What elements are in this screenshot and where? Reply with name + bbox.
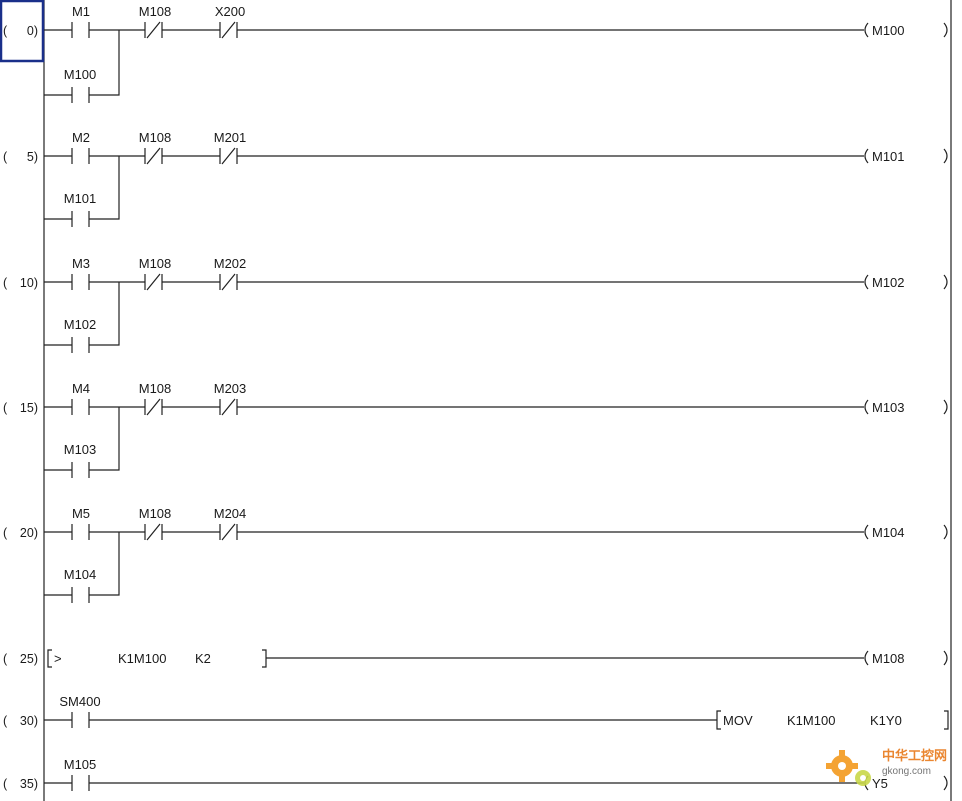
step-number: 5): [27, 150, 38, 164]
compare-operator: >: [54, 651, 62, 666]
compare-bracket-open: [47, 649, 52, 668]
contact-label: M5: [72, 506, 90, 521]
contact-label: M108: [139, 506, 172, 521]
contact-label: X200: [215, 4, 245, 19]
instruction-bracket-open: [716, 710, 721, 730]
branch-contact-label: M101: [64, 191, 97, 206]
coil-close: [943, 22, 948, 38]
svg-text:(: (: [3, 150, 8, 164]
rung-15[interactable]: ( 15) M4 M108 M203 M103 M103: [3, 381, 948, 478]
branch-contact-label: M103: [64, 442, 97, 457]
step-number: 25): [20, 652, 38, 666]
contact-label: M1: [72, 4, 90, 19]
svg-text:(: (: [3, 777, 8, 791]
compare-source-1: K1M100: [118, 651, 166, 666]
branch-contact-label: M102: [64, 317, 97, 332]
watermark-url: gkong.com: [882, 766, 931, 777]
svg-text:(: (: [3, 652, 8, 666]
contact-label: M108: [139, 130, 172, 145]
step-number: 15): [20, 401, 38, 415]
instruction-op: MOV: [723, 713, 753, 728]
step-number: 20): [20, 526, 38, 540]
contact-label: M202: [214, 256, 247, 271]
contact-label: M4: [72, 381, 90, 396]
rung-25[interactable]: ( 25) > K1M100 K2 M108: [3, 649, 948, 668]
instruction-src: K1M100: [787, 713, 835, 728]
coil-label: M101: [872, 149, 905, 164]
coil-label: M104: [872, 525, 905, 540]
coil-label: Y5: [872, 776, 888, 791]
instruction-bracket-close: [944, 710, 949, 730]
svg-text:(: (: [3, 276, 8, 290]
gear-icon: [826, 750, 871, 786]
contact-label: M204: [214, 506, 247, 521]
step-number: 10): [20, 276, 38, 290]
rung-10[interactable]: ( 10) M3 M108 M202 M102 M102: [3, 256, 948, 353]
rung-35[interactable]: ( 35) M105 Y5: [3, 757, 948, 791]
coil-label: M108: [872, 651, 905, 666]
step-number: 30): [20, 714, 38, 728]
svg-text:(: (: [3, 526, 8, 540]
coil-label: M103: [872, 400, 905, 415]
contact-label: M203: [214, 381, 247, 396]
svg-text:(: (: [3, 714, 8, 728]
instruction-dst: K1Y0: [870, 713, 902, 728]
contact-label: SM400: [59, 694, 100, 709]
branch-contact-label: M104: [64, 567, 97, 582]
cursor-box[interactable]: [0, 0, 45, 63]
coil-label: M102: [872, 275, 905, 290]
step-number: 35): [20, 777, 38, 791]
contact-label: M2: [72, 130, 90, 145]
rung-0[interactable]: ( 0) M1 M108 X200 M100 M100: [3, 4, 948, 103]
contact-label: M201: [214, 130, 247, 145]
coil-open: [864, 22, 869, 38]
contact-label: M108: [139, 4, 172, 19]
branch-contact-label: M100: [64, 67, 97, 82]
rung-30[interactable]: ( 30) SM400 MOV K1M100 K1Y0: [3, 694, 949, 730]
contact-label: M108: [139, 256, 172, 271]
compare-bracket-close: [262, 649, 267, 668]
gkong-watermark: 中华工控网 gkong.com: [826, 748, 947, 786]
contact-label: M108: [139, 381, 172, 396]
contact-label: M3: [72, 256, 90, 271]
step-paren-open: (: [3, 24, 8, 38]
contact-label: M105: [64, 757, 97, 772]
compare-source-2: K2: [195, 651, 211, 666]
rung-20[interactable]: ( 20) M5 M108 M204 M104 M104: [3, 506, 948, 603]
rung-5[interactable]: ( 5) M2 M108 M201 M101 M101: [3, 130, 948, 227]
step-number: 0): [27, 24, 38, 38]
watermark-title: 中华工控网: [882, 748, 947, 764]
coil-label: M100: [872, 23, 905, 38]
svg-text:(: (: [3, 401, 8, 415]
